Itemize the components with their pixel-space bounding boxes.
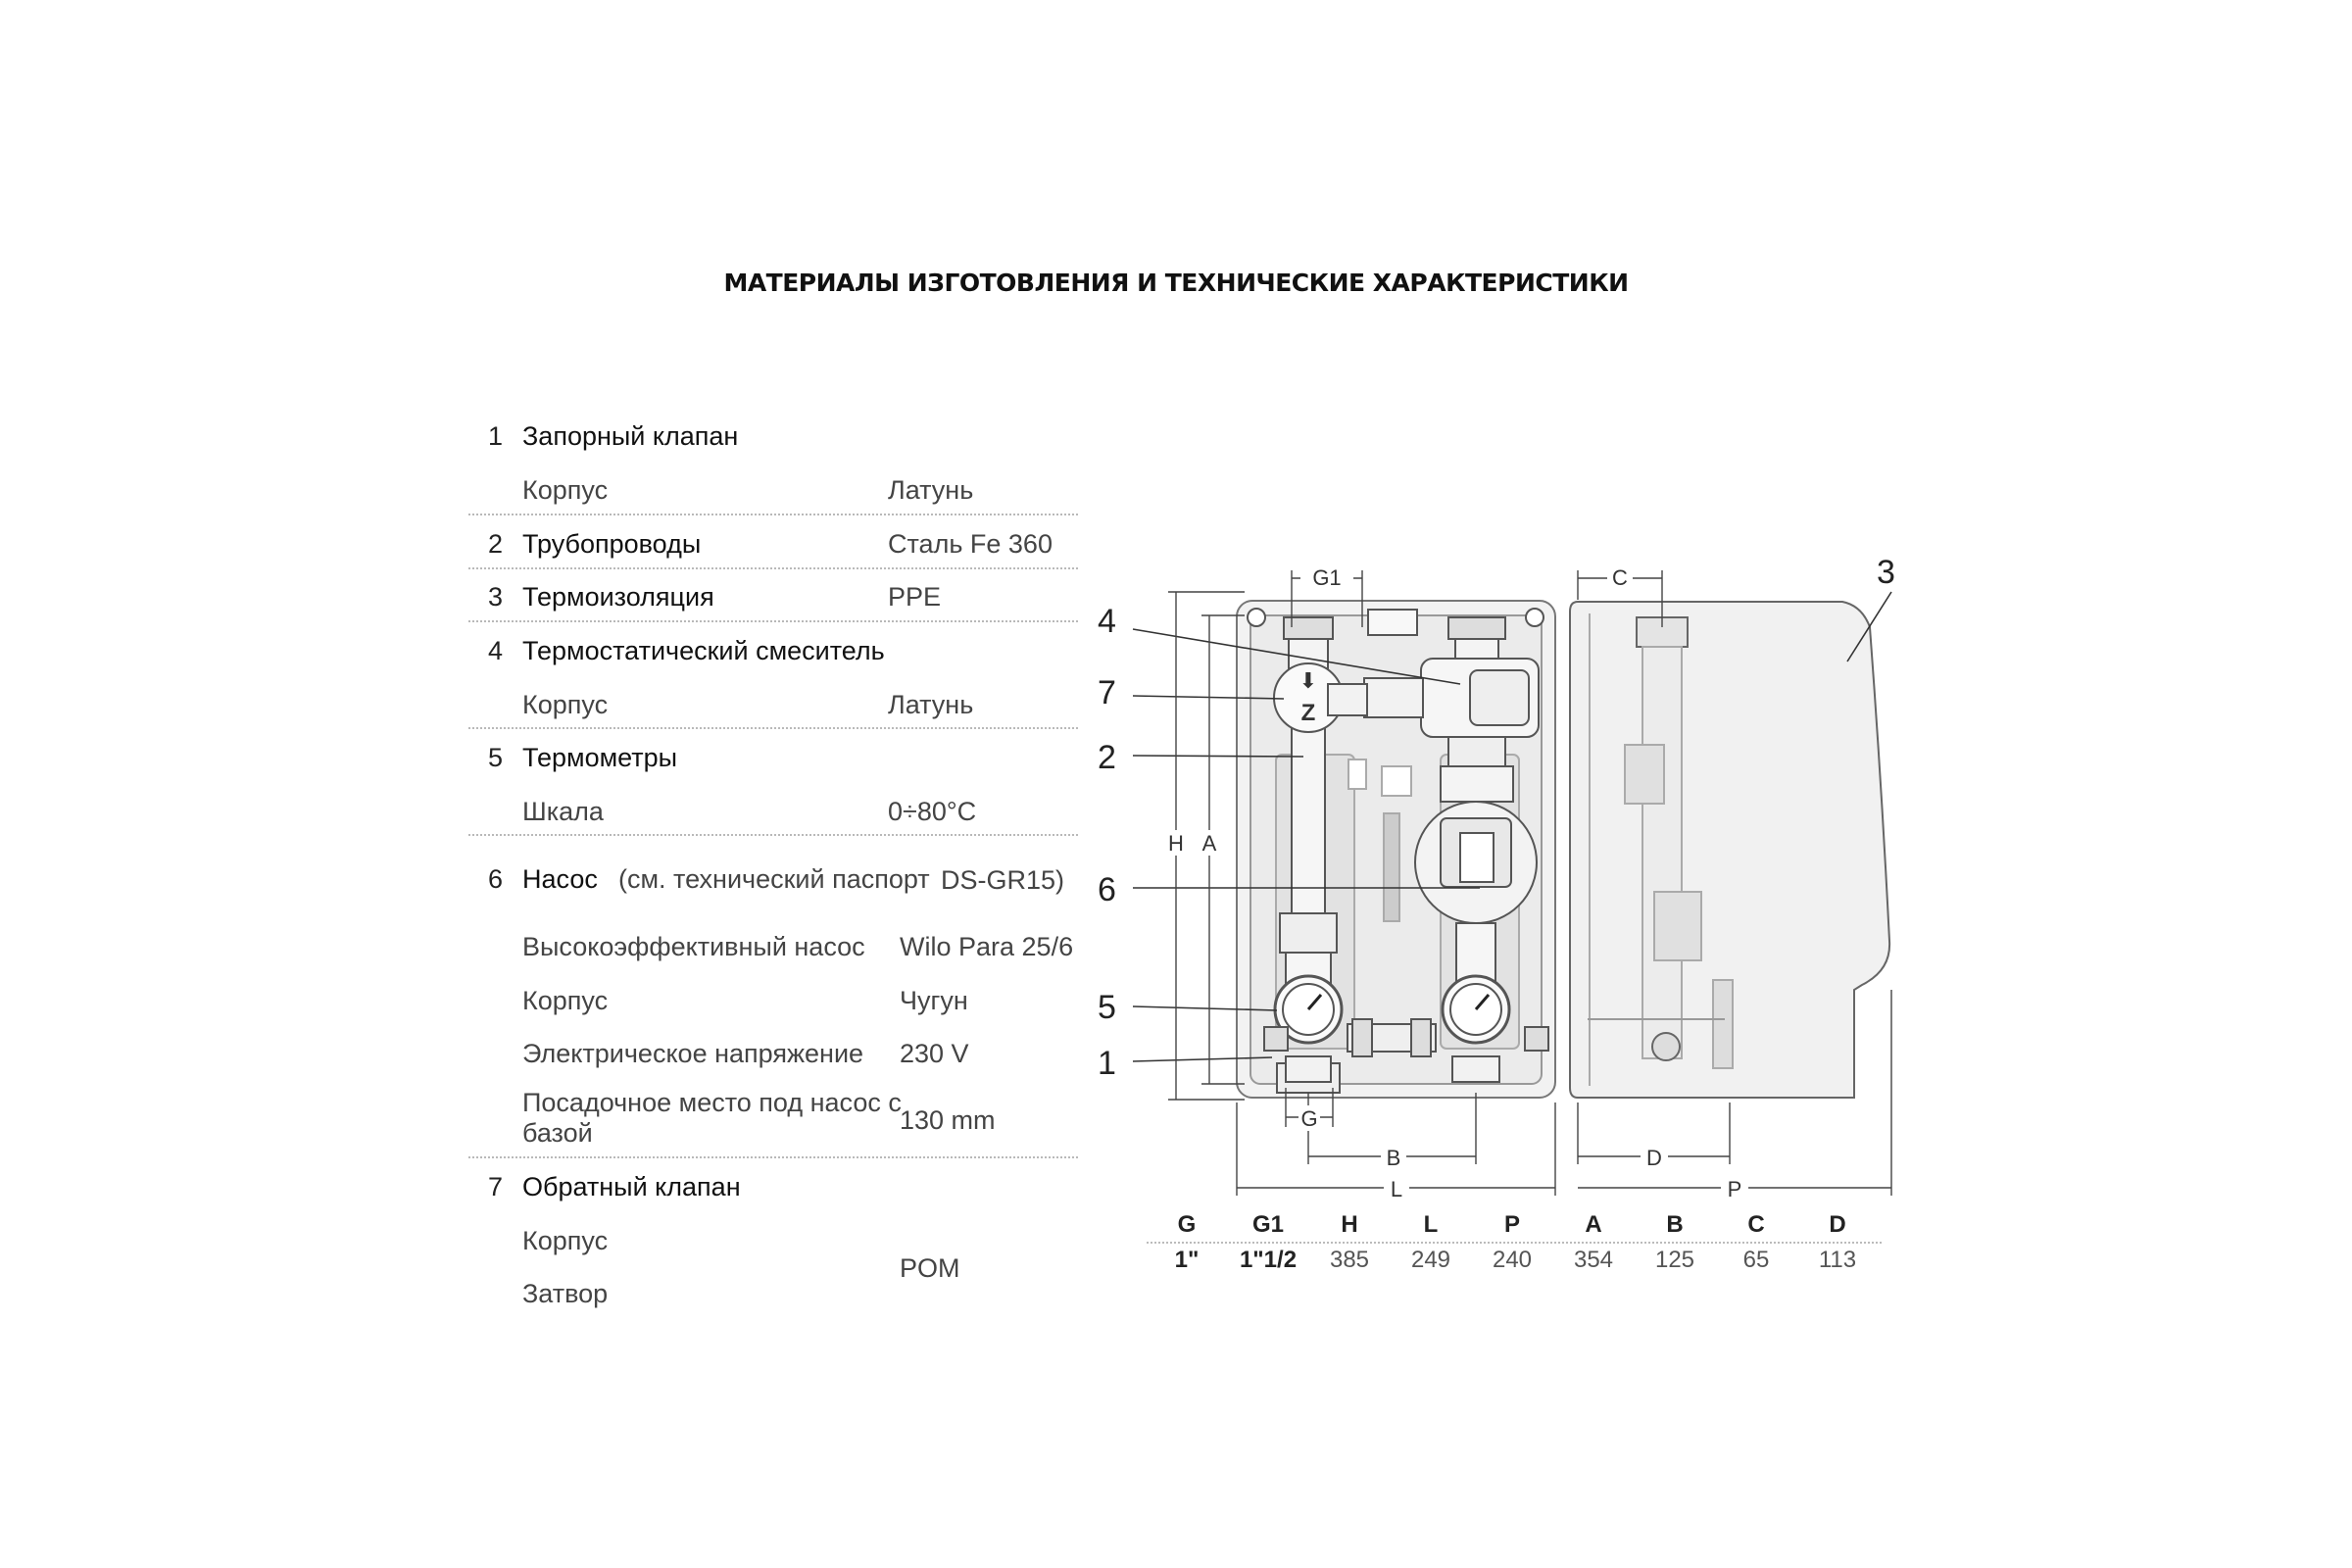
dim-header: D: [1829, 1211, 1846, 1238]
spec-label: Шкала: [522, 797, 604, 826]
divider: [468, 620, 1078, 622]
dim-header: G: [1177, 1211, 1197, 1238]
divider: [468, 514, 1078, 515]
spec-value: Чугун: [900, 986, 968, 1015]
dim-label-h: H: [1168, 831, 1184, 856]
spec-heading: Трубопроводы: [522, 529, 702, 559]
spec-number: 2: [488, 529, 504, 559]
spec-number: 6: [488, 864, 504, 894]
spec-value: 230 V: [900, 1039, 969, 1068]
callout-7: 7: [1098, 674, 1116, 711]
divider: [468, 834, 1078, 836]
dim-value: 1"1/2: [1239, 1247, 1298, 1273]
dim-value: 385: [1329, 1247, 1370, 1273]
svg-text:Z: Z: [1301, 700, 1316, 726]
spec-number: 3: [488, 582, 504, 612]
spec-label: Электрическое напряжение: [522, 1039, 864, 1068]
dim-label-b: B: [1387, 1146, 1401, 1170]
spec-heading: Термоизоляция: [522, 582, 714, 612]
callout-6: 6: [1098, 871, 1116, 908]
dim-label-a: A: [1202, 831, 1217, 856]
dim-header: C: [1747, 1211, 1765, 1238]
dim-label-l: L: [1391, 1177, 1402, 1201]
spec-label: Посадочное место под насос с базой: [522, 1088, 902, 1148]
spec-value: Латунь: [888, 690, 974, 719]
dim-value: 125: [1654, 1247, 1695, 1273]
spec-label: Затвор: [522, 1279, 609, 1308]
spec-number: 5: [488, 743, 504, 772]
spec-label: Корпус: [522, 475, 609, 505]
dim-value: 113: [1818, 1247, 1857, 1273]
divider: [468, 567, 1078, 569]
svg-text:⬇: ⬇: [1299, 668, 1317, 693]
callout-2: 2: [1098, 739, 1116, 776]
spec-label: Корпус: [522, 1226, 609, 1255]
spec-value: Wilo Para 25/6: [900, 932, 1074, 961]
spec-number: 1: [488, 421, 504, 451]
spec-value: 130 mm: [900, 1105, 996, 1135]
callout-numbers: 4 7 2 6 5 1 3: [1098, 554, 1895, 1082]
callout-4: 4: [1098, 603, 1116, 640]
spec-number: 7: [488, 1172, 504, 1201]
dim-header: L: [1423, 1211, 1439, 1238]
spec-value: 0÷80°C: [888, 797, 977, 826]
spec-heading: Термостатический смеситель: [522, 636, 885, 665]
spec-value: POM: [900, 1253, 960, 1283]
side-view: [1569, 601, 1891, 1099]
callout-1: 1: [1098, 1045, 1116, 1082]
dim-label-c: C: [1612, 565, 1628, 590]
dim-label-g: G: [1300, 1106, 1317, 1131]
page-title: МАТЕРИАЛЫ ИЗГОТОВЛЕНИЯ И ТЕХНИЧЕСКИЕ ХАР…: [723, 269, 1629, 297]
spec-heading: Термометры: [522, 743, 678, 772]
dim-value: 249: [1410, 1247, 1451, 1273]
dim-header: H: [1341, 1211, 1358, 1238]
spec-label: Корпус: [522, 986, 609, 1015]
spec-note: (см. технический паспорт: [618, 864, 930, 894]
dim-label-g1: G1: [1312, 565, 1341, 590]
dim-header: G1: [1251, 1211, 1284, 1238]
front-view: ⬇ Z: [1236, 600, 1556, 1099]
spec-value: Сталь Fe 360: [888, 529, 1053, 559]
dim-header: P: [1503, 1211, 1520, 1238]
dimension-labels: G1 H A G B L C D P: [1164, 565, 1748, 1201]
spec-heading: Запорный клапан: [522, 421, 739, 451]
dim-label-p: P: [1728, 1177, 1742, 1201]
dim-header: B: [1666, 1211, 1684, 1238]
divider: [468, 1156, 1078, 1158]
spec-number: 4: [488, 636, 504, 665]
dim-value: 354: [1573, 1247, 1614, 1273]
spec-note-value: DS-GR15): [941, 865, 1065, 895]
spec-heading: Насос: [522, 864, 598, 894]
callout-5: 5: [1098, 989, 1116, 1026]
spec-label: Корпус: [522, 690, 609, 719]
divider: [1147, 1242, 1882, 1244]
divider: [468, 727, 1078, 729]
spec-label: Высокоэффективный насос: [522, 932, 865, 961]
spec-value: Латунь: [888, 475, 974, 505]
callout-leaders: [1132, 591, 1892, 1062]
dim-value: 65: [1742, 1247, 1770, 1273]
dim-header: A: [1585, 1211, 1602, 1238]
dim-value: 240: [1492, 1247, 1533, 1273]
spec-heading: Обратный клапан: [522, 1172, 741, 1201]
spec-value: PPE: [888, 582, 942, 612]
dim-value: 1": [1174, 1247, 1200, 1273]
callout-3: 3: [1877, 554, 1895, 591]
dim-label-d: D: [1646, 1146, 1662, 1170]
